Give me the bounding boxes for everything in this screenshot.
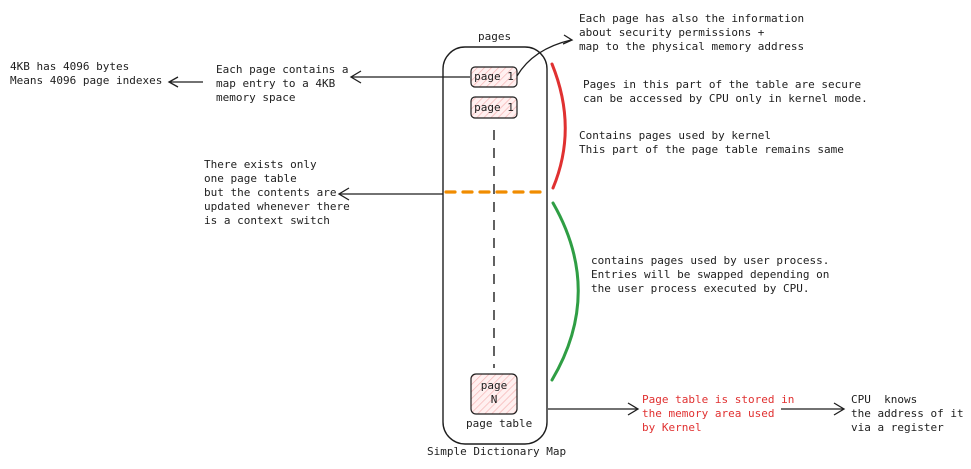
page-entry-box: [470, 373, 518, 415]
diagram-caption: Simple Dictionary Map: [427, 445, 567, 458]
user-pages-note: contains pages used by user process. Ent…: [591, 254, 830, 295]
user-brace: [550, 201, 580, 382]
page-entry-label: page N: [480, 379, 508, 406]
kernel-pages-note: Contains pages used by kernel This part …: [579, 129, 844, 156]
bytes-note: 4KB has 4096 bytes Means 4096 page index…: [10, 60, 163, 87]
kernel-brace: [550, 62, 567, 190]
cpu-register-note: CPU knows the address of it via a regist…: [851, 393, 964, 434]
page-entry-label: page 1: [474, 101, 514, 114]
page-entry-box: [470, 66, 518, 88]
security-info-note: Each page has also the information about…: [579, 12, 805, 53]
stored-in-kernel-note: Page table is stored in the memory area …: [642, 393, 795, 434]
table-title: pages: [478, 30, 512, 43]
map-entry-note: Each page contains a map entry to a 4KB …: [216, 63, 349, 104]
page-entry-label: page 1: [474, 70, 514, 83]
page-entry-box: [470, 96, 518, 119]
table-label: page table: [466, 417, 533, 430]
kernel-secure-note: Pages in this part of the table are secu…: [583, 78, 868, 105]
arrow-to-security-note: [516, 39, 572, 77]
single-table-note: There exists only one page table but the…: [204, 158, 350, 227]
page-table-box: [442, 46, 548, 445]
